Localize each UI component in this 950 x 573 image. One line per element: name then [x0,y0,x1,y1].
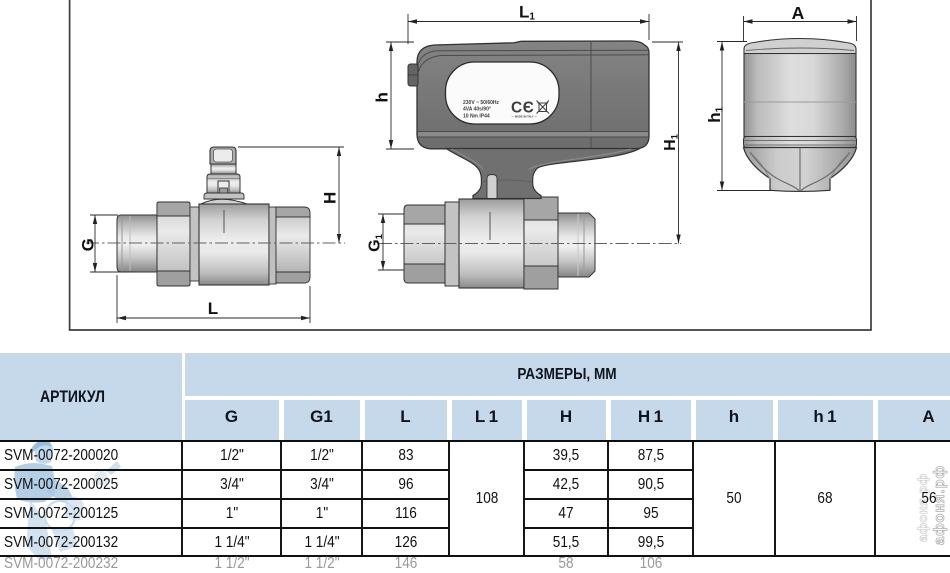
svg-text:афоня.рф: афоня.рф [932,465,948,545]
svg-text:h1: h1 [705,106,726,122]
svg-text:A: A [792,3,805,23]
svg-text:H: H [321,192,340,204]
svg-text:L1: L1 [519,3,535,23]
svg-text:10 Nm IP44: 10 Nm IP44 [463,113,490,119]
svg-text:G1: G1 [367,233,386,251]
svg-text:4VA 40s/90°: 4VA 40s/90° [463,107,491,113]
svg-text:H1: H1 [662,133,681,151]
svg-text:G: G [79,238,98,251]
svg-text:CЄ: CЄ [511,100,534,117]
svg-text:— MADE IN ITALY —: — MADE IN ITALY — [512,115,538,119]
svg-text:230V ~ 50/60Hz: 230V ~ 50/60Hz [463,100,499,106]
svg-text:афоня.рф: афоня.рф [915,473,930,542]
svg-text:h: h [373,92,392,102]
svg-text:L: L [208,299,218,318]
